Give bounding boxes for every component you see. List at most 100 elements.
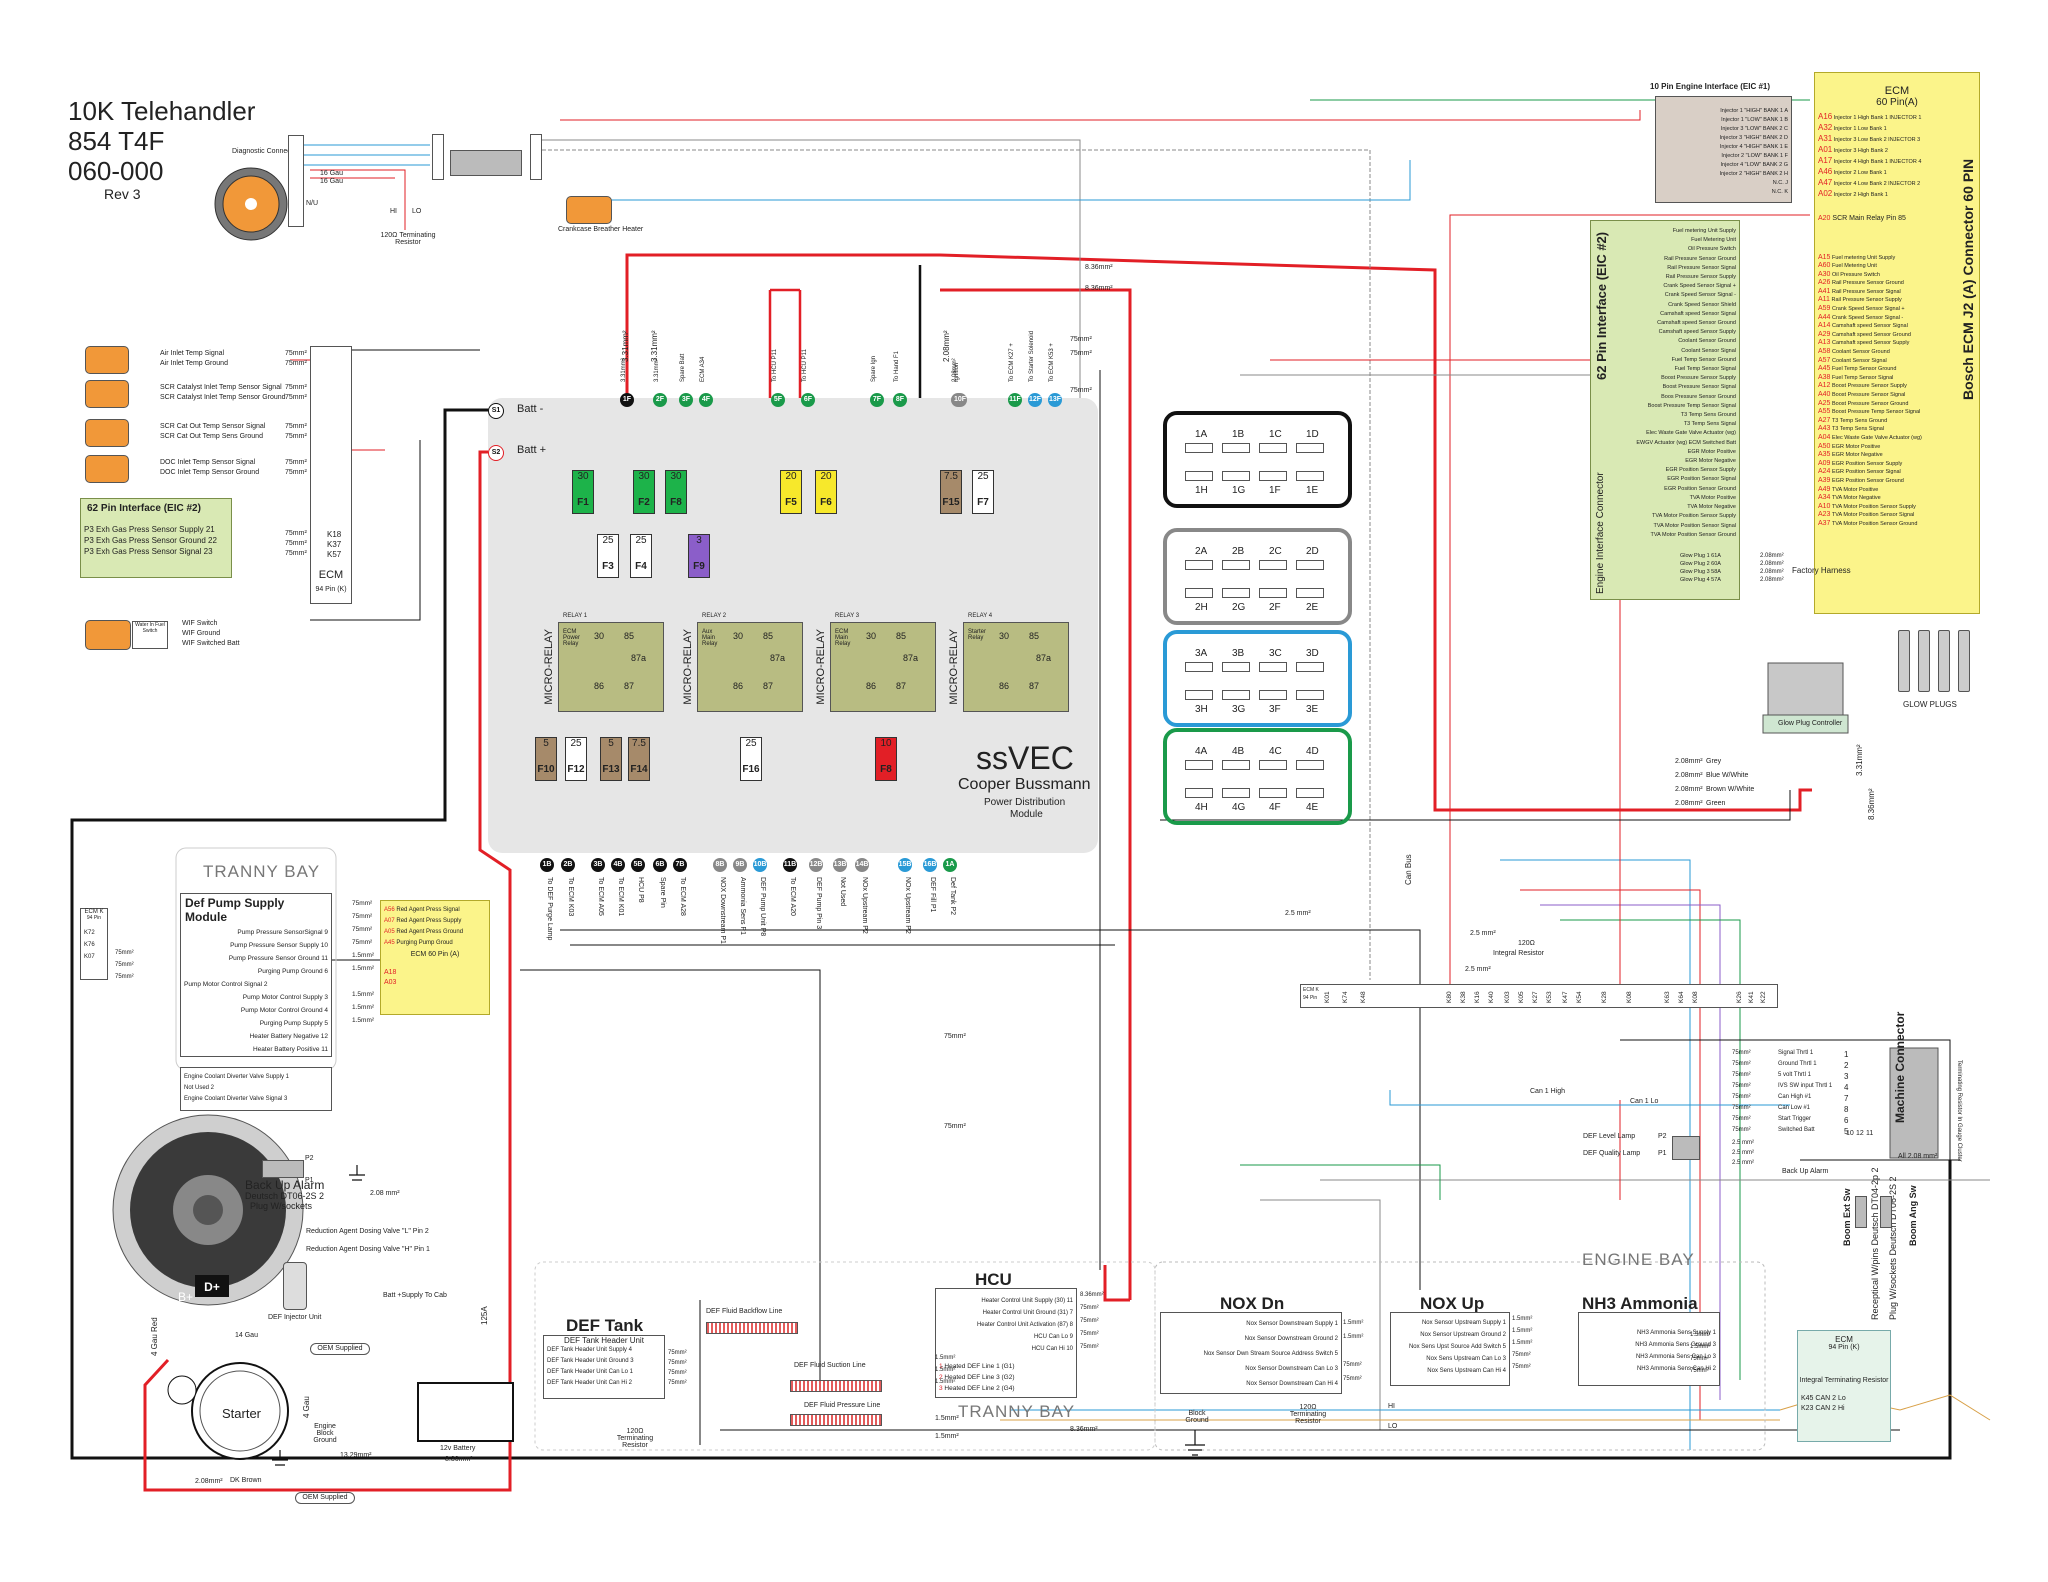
connector-pin-label: 2A [1195,546,1208,557]
pdm-bottom-label: NOx Upstream P2 [904,877,911,934]
alternator-bplus: B+ [178,1290,194,1304]
ecm-k-mid-pin: K48 [1360,991,1367,1003]
ecm-a-pin-label: Injector 4 High Bank 1 INJECTOR 4 [1832,159,1922,165]
relay-type-label: MICRO-RELAY [682,629,694,705]
ecm-k-top-box: ECM 94 Pin (K) [310,346,352,604]
nox-dn-row: Nox Sensor Downstream Supply 1 [1246,1321,1338,1327]
ecm-a-pin-label: T3 Temp Sens Signal [1830,426,1885,433]
pdm-bottom-terminal: 1B [540,858,554,872]
def-tank-row: DEF Tank Header Unit Supply 4 [547,1347,632,1353]
fuse-id: F5 [785,497,797,508]
hcu-row: HCU Can Lo 9 [1033,1334,1073,1340]
pdm-top-terminal: 8F [893,393,907,407]
glow-ctrl-wire-color: Blue W/White [1706,772,1749,779]
ecm-a-pin: A24 [1818,468,1831,476]
pdm-bottom-label: To DEF Purge Lamp [546,877,553,941]
pdm-bottom-label: DEF Fill P1 [929,877,936,913]
integral-resistor-val: 120Ω [1518,940,1535,947]
nox-up-row: Nox Sensor Upstream Supply 1 [1421,1320,1506,1326]
connector-pin-label: 4E [1306,802,1319,813]
ecm-k-bottom-k23: K23 CAN 2 Hi [1801,1404,1845,1412]
hcu-line-wire-size: 1.5mm² [935,1379,956,1385]
starter-block: Engine Block Ground [313,1423,337,1444]
ecm-a-a20-pin: A20 [1818,215,1831,222]
glow-ctrl-label: Glow Plug Controller [1778,720,1843,727]
hcu-line-pin: 1 [939,1363,943,1370]
connector-pin-label: 4G [1232,802,1246,813]
def-pressure-label: DEF Fluid Pressure Line [804,1402,881,1409]
machine-wire-size-25: 2.5 mm² [1732,1140,1755,1146]
ecm-a-pin: A45 [1818,365,1831,373]
ecm-a-pin-label: Rail Pressure Sensor Supply [1829,297,1902,304]
ecm-a-pin: A31 [1818,134,1833,143]
fuse-value: 7.5 [632,738,646,749]
pdm-top-label: To HCU P11 [772,349,778,382]
def-pump-row: Pump Motor Control Supply 3 [242,994,328,1001]
nox-dn-wire-size: 75mm² [1343,1376,1362,1382]
def-pump-row: Heater Battery Positive 11 [252,1046,328,1053]
connector-pin-label: 4C [1269,746,1282,757]
connector-pin [1222,788,1250,798]
machine-bottom-pin: 12 [1856,1130,1864,1137]
ecm-k-mid-pin: K08 [1692,991,1699,1003]
pdm-top-label: Spare Ign [871,355,877,382]
boom-all: All 2.08 mm² [1898,1153,1938,1160]
def-injector-icon [283,1262,307,1310]
glow-plug-wire-size: 2.08mm² [1760,569,1784,575]
eic1-row: Injector 4 "LOW" BANK 2 G [1720,162,1788,168]
def-suction-line-icon [790,1380,882,1392]
eic2-right-row: Fuel Temp Sensor Ground [1671,356,1736,363]
hcu-row: Heater Control Unit Activation (87) 8 [976,1322,1073,1328]
relay-tag: RELAY 2 [702,613,727,619]
ecm-k-mid-pin: K01 [1324,991,1331,1003]
connector-pin-label: 1C [1269,429,1282,440]
backup-alarm-title: Back Up Alarm [245,1178,325,1192]
pdm-bottom-terminal: 7B [673,858,687,872]
nh3-wire-size: 1.5mm² [1690,1332,1711,1338]
fuse-value: 7.5 [944,471,958,482]
def-lamp-p1: P1 [1658,1150,1667,1157]
pdm-bottom-terminal: 14B [855,858,869,872]
pdm-top-terminal: 11F [1008,393,1022,407]
fuse-value: 20 [785,471,797,482]
def-lamp-p2: P2 [1658,1133,1667,1140]
def-backflow-label: DEF Fluid Backflow Line [706,1308,783,1315]
ecm-k-left-pin: K07 [84,954,95,960]
ecm-a-sensor-row: A57 Coolant Sensor Signal [1815,357,1979,366]
machine-wire-size-25: 2.5 mm² [1732,1150,1755,1156]
eic2-right-row: T3 Temp Sens Ground [1680,412,1736,419]
nox-up-wire-size: 75mm² [1512,1364,1531,1370]
glow-plug-icon [1918,630,1930,692]
ecm-a-pin: A50 [1818,442,1831,450]
wif-ground-label: WIF Ground [182,630,221,637]
wire-size-331-a: 3.31mm² [621,330,630,362]
ecm-k-bottom-k45: K45 CAN 2 Lo [1801,1395,1846,1402]
eic1-row: Injector 2 "HIGH" BANK 2 H [1719,171,1788,177]
def-pump-wire-size: 75mm² [352,913,373,920]
fuse-value: 3 [696,535,702,546]
eic2-left-row: P3 Exh Gas Press Sensor Signal 23 [84,547,213,556]
ecm-a-sensor-row: A58 Coolant Sensor Ground [1815,348,1979,357]
relay-pin: 85 [624,631,635,641]
ecm-k-mid-pin: K27 [1532,991,1539,1003]
def-tank-wire-size: 75mm² [668,1350,687,1356]
connector-pin-label: 4A [1195,746,1208,757]
fuse-id: F8 [880,764,892,775]
nox-dn-title: NOX Dn [1220,1294,1285,1313]
engine-bay-label: ENGINE BAY [1582,1250,1695,1269]
fuse-value: 25 [570,738,582,749]
relay-type-label: MICRO-RELAY [948,629,960,705]
hcu-line-row: 3 Heated DEF Line 2 (G4) [936,1383,1076,1394]
ecm-a-pin-label: EGR Motor Positive [1830,443,1881,450]
connector-pin-label: 2B [1232,546,1245,557]
batt-plus-terminal: S2 [488,445,504,461]
def-pump-wire-size: 1.5mm² [352,965,375,972]
sensor-wire-size: 75mm² [285,433,307,440]
pdm-bottom-terminal: 3B [591,858,605,872]
sensor-signal-label: SCR Cat Out Temp Sensor Signal [160,423,266,430]
ecm-k-top-sub: 94 Pin (K) [315,586,347,593]
connector-pin [1222,760,1250,770]
